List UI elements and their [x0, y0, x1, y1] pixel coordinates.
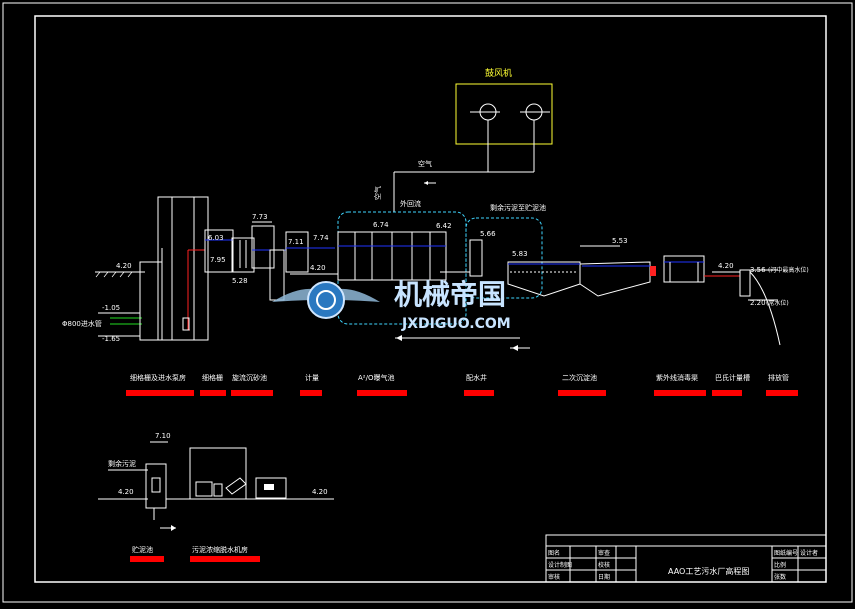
elev-clarifier: 5.83	[512, 250, 528, 258]
elev-grit-bottom: 5.28	[232, 277, 248, 285]
unit-label-10: 排放管	[768, 373, 789, 382]
inlet-pumping-station: 4.20 -1.05 -1.65 Φ800进水管	[62, 196, 209, 343]
elev-meter-top: 7.11	[288, 238, 304, 246]
elev-sludge-ground-left: 4.20	[118, 488, 134, 496]
sludge-unit-label-1: 贮泥池	[132, 545, 153, 554]
watermark-cn: 机械帝国	[394, 278, 506, 311]
tb-label-2: 审核	[548, 573, 560, 581]
elev-aao-water-1: 6.74	[373, 221, 389, 229]
unit-bar-9	[712, 390, 742, 396]
river-high-label: (河中最高水位)	[768, 266, 809, 274]
unit-label-8: 紫外线消毒渠	[656, 373, 698, 382]
elev-distribution: 5.66	[480, 230, 496, 238]
unit-bar-3	[231, 390, 273, 396]
tb-label-9: 设计者	[800, 549, 818, 557]
sludge-unit-label-2: 污泥浓缩脱水机房	[192, 545, 248, 554]
unit-label-5: A²/O曝气池	[358, 373, 394, 382]
inlet-pipe-label: Φ800进水管	[62, 319, 102, 328]
blower-label: 鼓风机	[485, 67, 512, 79]
parshall-flume	[663, 255, 740, 283]
tb-label-5: 日期	[598, 573, 610, 581]
elev-aao-ground: 4.20	[310, 264, 326, 272]
return-flow-label: 外回流	[400, 199, 421, 208]
tb-label-3: 审查	[598, 549, 610, 557]
tb-label-4: 校核	[598, 561, 610, 569]
elev-sludge-top: 7.10	[155, 432, 171, 440]
unit-label-4: 计量	[305, 373, 319, 382]
elev-river-low: 2.20	[750, 299, 766, 307]
title-block: 图名 设计制图 审核 审查 校核 日期 图纸编号 比例 张数 设计者 AAO工艺…	[545, 534, 827, 583]
tb-label-7: 比例	[774, 561, 786, 569]
tb-label-6: 图纸编号	[774, 549, 798, 557]
tb-label-1: 设计制图	[548, 561, 572, 569]
sludge-unit-bar-1	[130, 556, 164, 562]
sludge-section: 7.10 剩余污泥 4.20 4.20 贮泥池 污泥浓缩脱水机房	[98, 432, 334, 562]
elev-pipe-2: -1.65	[102, 335, 120, 343]
unit-label-7: 二次沉淀池	[562, 373, 597, 382]
elev-river-high: 3.56	[750, 266, 766, 274]
river-low-label: (常水位)	[766, 299, 789, 307]
air-label: 空气	[418, 159, 432, 168]
unit-bar-5	[357, 390, 407, 396]
excess-sludge-label: 剩余污泥至贮泥池	[490, 203, 546, 212]
elev-outfall-ground: 4.20	[718, 262, 734, 270]
unit-label-1: 细格栅及进水泵房	[130, 373, 186, 382]
unit-bar-7	[558, 390, 606, 396]
unit-label-2: 细格栅	[202, 373, 223, 382]
sludge-unit-bar-2	[190, 556, 260, 562]
uv-channel: 5.53	[579, 237, 656, 297]
inner-frame	[34, 15, 827, 583]
outfall-river: 4.20 3.56 (河中最高水位) 2.20 (常水位)	[712, 262, 809, 346]
elev-sludge-mid: 5.53	[612, 237, 628, 245]
elev-aao-water-2: 6.42	[436, 222, 452, 230]
elev-grit-mid: 6.03	[208, 234, 224, 242]
aao-tank: 7.74 6.74 6.42 4.20 外回流	[290, 199, 530, 351]
tb-label-0: 图名	[548, 549, 560, 557]
screen-grit-chamber: 6.03 7.95 5.28 7.73 7.11	[204, 213, 335, 301]
elev-screen: 7.95	[210, 256, 226, 264]
secondary-clarifier: 5.83	[507, 250, 581, 297]
process-unit-labels: 细格栅及进水泵房 细格栅 旋流沉砂池 计量 A²/O曝气池 配水井 二次沉淀池 …	[126, 373, 798, 396]
elev-aao-left: 7.74	[313, 234, 329, 242]
drawing-title: AAO工艺污水厂高程图	[668, 566, 749, 576]
elev-pipe-1: -1.05	[102, 304, 120, 312]
unit-label-9: 巴氏计量槽	[715, 373, 750, 382]
watermark-en: JXDIGUO.COM	[401, 316, 511, 332]
unit-bar-10	[766, 390, 798, 396]
unit-bar-4	[300, 390, 322, 396]
blower-house: 鼓风机 空气 空气	[373, 67, 553, 212]
unit-bar-6	[464, 390, 494, 396]
tb-label-8: 张数	[774, 573, 786, 581]
watermark: 机械帝国 JXDIGUO.COM	[272, 278, 511, 332]
unit-label-6: 配水井	[466, 373, 487, 382]
unit-bar-8	[654, 390, 706, 396]
unit-label-3: 旋流沉砂池	[232, 373, 267, 382]
elev-inlet-ground: 4.20	[116, 262, 132, 270]
unit-bar-2	[200, 390, 226, 396]
sludge-source-label: 剩余污泥	[108, 459, 136, 468]
elev-sludge-ground-right: 4.20	[312, 488, 328, 496]
elev-grit-top: 7.73	[252, 213, 268, 221]
distribution-well: 剩余污泥至贮泥池 5.66	[440, 203, 546, 299]
unit-bar-1	[126, 390, 194, 396]
air-label-2: 空气	[373, 186, 382, 200]
